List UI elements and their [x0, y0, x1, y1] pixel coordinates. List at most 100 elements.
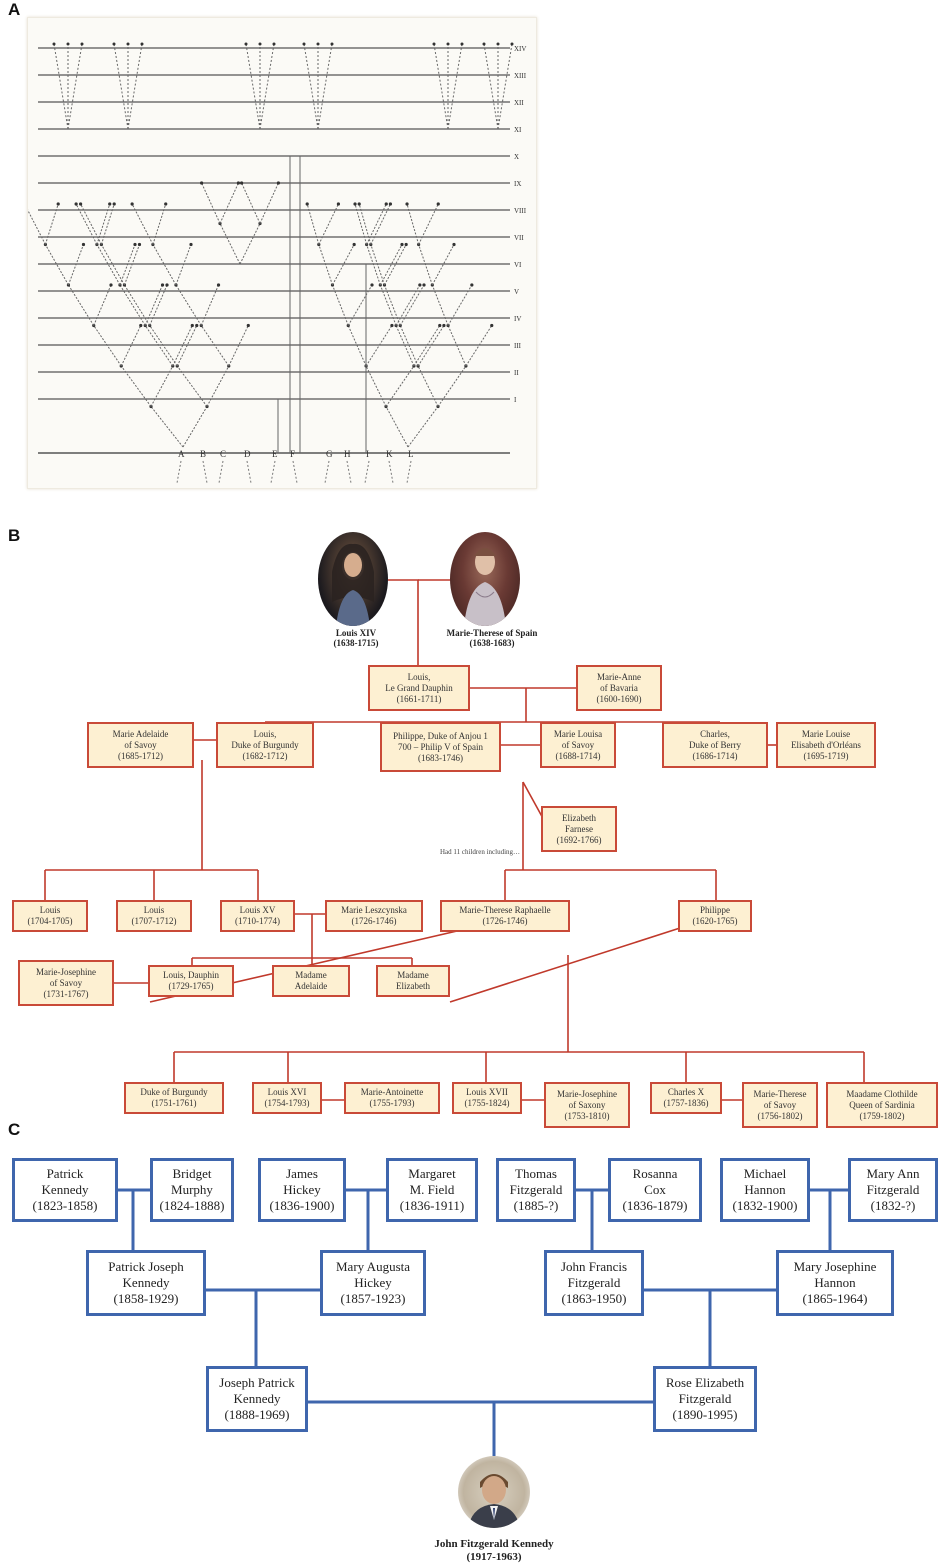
branch: [370, 244, 385, 286]
branch: [200, 284, 219, 326]
branch: [28, 209, 46, 245]
branch-node: [442, 323, 446, 328]
generation-label: II: [514, 369, 519, 377]
branch-node: [246, 323, 250, 328]
person-marie-antoinette: Marie-Antoinette (1755-1793): [344, 1082, 440, 1114]
person-louis-xv: Louis XV (1710-1774): [220, 900, 295, 932]
species-letter: L: [408, 449, 414, 459]
fan-node: [66, 42, 70, 46]
person-louis-xvii: Louis XVII (1755-1824): [452, 1082, 522, 1114]
branch: [370, 203, 391, 245]
branch: [219, 182, 239, 224]
branch: [182, 406, 208, 448]
branch: [366, 244, 381, 286]
branch: [358, 203, 372, 245]
branch: [176, 325, 198, 367]
fan-node: [496, 42, 500, 46]
species-letter: D: [244, 449, 251, 459]
branch: [379, 284, 397, 326]
branch-node: [236, 181, 240, 185]
branch-node: [357, 202, 361, 206]
branch: [120, 325, 142, 367]
branch: [152, 244, 177, 286]
branch: [149, 284, 168, 326]
species-letter: H: [344, 449, 351, 459]
person-marie-therese-savoy: Marie-Therese of Savoy (1756-1802): [742, 1082, 818, 1128]
branch-node: [74, 202, 78, 206]
jfk-caption: John Fitzgerald Kennedy (1917-1963): [434, 1538, 554, 1563]
louis-xiv-caption: Louis XIV (1638-1715): [333, 628, 379, 648]
branch: [120, 365, 152, 407]
species-letter: B: [200, 449, 206, 459]
generation-label: VIII: [514, 207, 527, 215]
branch: [347, 284, 373, 326]
branch: [384, 244, 407, 286]
person-marie-louise-orleans: Marie Louise Elisabeth d'Orléans (1695-1…: [776, 722, 876, 768]
branch: [124, 284, 151, 326]
fan-node: [432, 42, 436, 46]
person-marie-leszcynska: Marie Leszcynska (1726-1746): [325, 900, 423, 932]
generation-label: X: [514, 153, 519, 161]
branch-node: [137, 242, 142, 247]
person-duke-burgundy: Louis, Duke of Burgundy (1682-1712): [216, 722, 314, 768]
branch: [149, 325, 178, 367]
jfk-portrait: [458, 1456, 530, 1528]
branch: [413, 325, 441, 367]
branch: [395, 325, 415, 367]
branch-node: [189, 242, 193, 247]
species-letter: F: [290, 449, 295, 459]
branch-node: [81, 242, 86, 247]
branch-node: [422, 283, 426, 287]
branch-node: [139, 323, 143, 328]
branch: [80, 203, 102, 245]
branch: [385, 365, 415, 407]
branch: [68, 284, 95, 326]
person-margaret-field: Margaret M. Field (1836-1911): [386, 1158, 478, 1222]
person-duke-burgundy-1751: Duke of Burgundy (1751-1761): [124, 1082, 224, 1114]
fan-node: [140, 42, 144, 46]
fan-node: [510, 42, 514, 46]
person-marie-adelaide: Marie Adelaide of Savoy (1685-1712): [87, 722, 194, 768]
fan-node: [446, 42, 450, 46]
person-charles-berry: Charles, Duke of Berry (1686-1714): [662, 722, 768, 768]
fan-node: [316, 42, 320, 46]
branch: [75, 203, 98, 245]
branch: [259, 182, 279, 224]
fan-node: [302, 42, 306, 46]
generation-label: VII: [514, 234, 524, 242]
branch-node: [79, 202, 83, 206]
branch: [332, 244, 355, 286]
branch-node: [388, 202, 392, 206]
branch: [100, 203, 115, 245]
generation-label: XIII: [514, 72, 527, 80]
branch-node: [112, 202, 116, 206]
generation-label: XII: [514, 99, 524, 107]
fan-node: [330, 42, 334, 46]
branch: [418, 203, 439, 245]
person-patrick-joseph: Patrick Joseph Kennedy (1858-1929): [86, 1250, 206, 1316]
branch: [144, 284, 163, 326]
person-michael-hannon: Michael Hannon (1832-1900): [720, 1158, 810, 1222]
panel-label-c: C: [8, 1120, 21, 1139]
branch: [431, 244, 455, 286]
branch-node: [418, 283, 422, 287]
branch: [417, 325, 445, 367]
branch: [399, 284, 425, 326]
branch-node: [240, 181, 244, 185]
branch: [241, 182, 261, 224]
branch: [152, 203, 167, 245]
branch-node: [108, 202, 112, 206]
panel-label-b: B: [8, 526, 21, 545]
branch: [96, 203, 111, 245]
branch-node: [160, 283, 165, 287]
branch: [93, 284, 112, 326]
person-rosanna-cox: Rosanna Cox (1836-1879): [608, 1158, 702, 1222]
branch: [465, 325, 493, 367]
person-marie-josephine-saxony: Marie-Josephine of Saxony (1753-1810): [544, 1082, 630, 1128]
branch: [354, 203, 368, 245]
person-mary-augusta: Mary Augusta Hickey (1857-1923): [320, 1250, 426, 1316]
branch: [119, 244, 136, 286]
branch: [332, 284, 349, 326]
generation-label: XIV: [514, 45, 526, 53]
